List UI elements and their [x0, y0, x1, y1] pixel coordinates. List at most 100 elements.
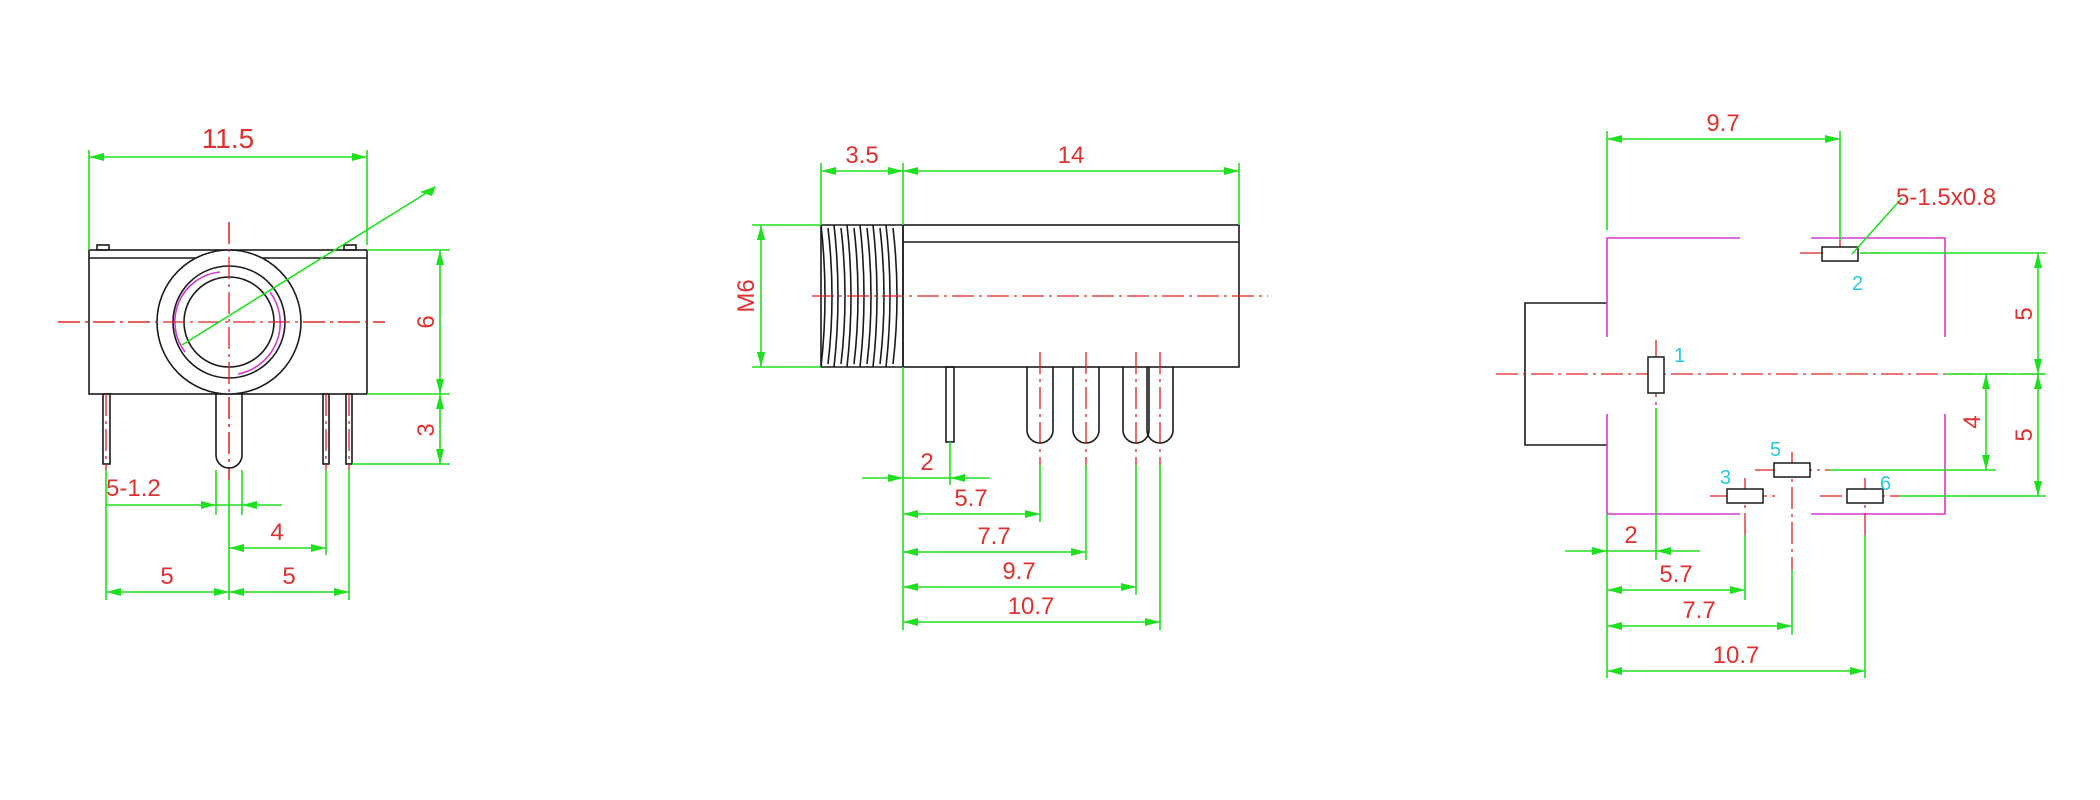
front-width-arrow-right: [352, 153, 367, 161]
fp-dim-57-label: 5.7: [1659, 561, 1692, 588]
front-pindia-arrow-right: [242, 501, 257, 509]
side-dim-2-arrow-r: [950, 474, 965, 482]
front-height-lower-label: 3: [413, 423, 440, 436]
jack-thread-arc: [237, 291, 281, 375]
pad-3: [1710, 478, 1780, 535]
pin-number-6: 6: [1880, 473, 1891, 495]
front-bottom-arrow-1: [106, 588, 121, 596]
front-width-label: 11.5: [202, 123, 254, 154]
side-top-arrow-3: [903, 167, 918, 175]
side-dim-107-arrow-r: [1145, 618, 1160, 626]
front-top-tab-right: [343, 244, 357, 251]
fp-dim-57-arrow-l: [1607, 586, 1622, 594]
front-pindia-label: 5-1.2: [106, 475, 161, 502]
fp-dim-57-arrow-r: [1730, 586, 1745, 594]
side-dim-57-arrow-l: [903, 510, 918, 518]
pad-3-rect: [1726, 488, 1764, 504]
pin-number-1: 1: [1674, 345, 1685, 367]
front-pin-center: [215, 394, 243, 469]
side-top-arrow-4: [1224, 167, 1239, 175]
fp-dim-2-label: 2: [1624, 522, 1637, 549]
fp-dim-107-arrow-l: [1607, 667, 1622, 675]
front-offset-arrow-left: [229, 544, 244, 552]
fp-dim-2-arrow-r: [1656, 547, 1671, 555]
side-top-arrow-2: [888, 167, 903, 175]
fp-offset-arrow-bottom: [1982, 455, 1990, 470]
side-thread-label: M6: [733, 279, 760, 312]
jack-thread-arc-2: [174, 271, 221, 353]
footprint-view: 1 2 3 5 6 9.7 5-1.5x0.8 5 5 4: [1496, 110, 2046, 678]
side-dim-107-label: 10.7: [1008, 593, 1055, 620]
side-top-arrow-1: [821, 167, 836, 175]
front-width-arrow-left: [89, 153, 104, 161]
pad-6-rect: [1846, 488, 1884, 504]
side-dim-57-arrow-r: [1025, 510, 1040, 518]
side-m6-arrow-top: [757, 225, 765, 240]
footprint-outline-top: [1606, 237, 1740, 337]
pad-1: [1647, 340, 1665, 408]
fp-dim-77-arrow-l: [1607, 622, 1622, 630]
front-top-tab-left: [96, 244, 110, 251]
front-height-upper-label: 6: [413, 315, 440, 328]
side-view: 3.5 14 M6 2 5.7 7.7 9.7 1: [733, 142, 1268, 630]
footprint-outline-bottom-right: [1811, 414, 1946, 515]
pin-number-2: 2: [1852, 273, 1863, 295]
fp-right-arrow-1: [2034, 253, 2042, 268]
fp-dim-2-arrow-l: [1592, 547, 1607, 555]
front-offset-label: 4: [270, 519, 283, 546]
fp-right-arrow-4: [2034, 481, 2042, 496]
side-thread-length-label: 3.5: [845, 142, 878, 169]
front-pin-right-label: 5: [282, 563, 295, 590]
side-body-length-label: 14: [1058, 142, 1085, 169]
side-dim-97-label: 9.7: [1002, 558, 1035, 585]
side-dim-57-label: 5.7: [954, 485, 987, 512]
side-dim-77-label: 7.7: [977, 523, 1010, 550]
fp-dim-107-arrow-r: [1850, 667, 1865, 675]
front-height-arrow-2: [436, 379, 444, 394]
front-bottom-arrow-3: [229, 588, 244, 596]
pad-6: [1820, 478, 1900, 535]
pad-1-rect: [1647, 356, 1665, 394]
pad-2: [1800, 240, 1880, 266]
fp-width-label: 9.7: [1706, 110, 1739, 137]
front-leader-line: [181, 191, 429, 346]
fp-dim-77-arrow-r: [1777, 622, 1792, 630]
footprint-outline-top-right: [1811, 237, 1946, 337]
fp-offset-arrow-top: [1982, 374, 1990, 389]
front-bottom-arrow-2: [214, 588, 229, 596]
front-offset-arrow-right: [311, 544, 326, 552]
side-dim-2-label: 2: [920, 449, 933, 476]
pin-number-5: 5: [1770, 439, 1781, 461]
front-bottom-arrow-4: [334, 588, 349, 596]
side-dim-107-arrow-l: [903, 618, 918, 626]
fp-top-arrow-right: [1825, 135, 1840, 143]
fp-right-arrow-3: [2034, 374, 2042, 389]
fp-top-arrow-left: [1607, 135, 1622, 143]
pin-number-3: 3: [1720, 467, 1731, 489]
fp-padsize-leader: [1851, 197, 1903, 255]
front-height-arrow-1: [436, 250, 444, 265]
front-pin-left-label: 5: [160, 563, 173, 590]
fp-offset-label: 4: [1959, 415, 1986, 428]
front-view: 11.5 6 3 5-1.2 4 5 5: [58, 123, 450, 600]
fp-right-arrow-2: [2034, 359, 2042, 374]
pad-2-rect: [1821, 246, 1859, 262]
fp-padsize-label: 5-1.5x0.8: [1896, 184, 1996, 211]
fp-upper-label: 5: [2011, 307, 2038, 320]
front-height-arrow-4: [436, 449, 444, 464]
footprint-outline-bottom-left: [1606, 414, 1740, 515]
side-dim-77-arrow-r: [1071, 548, 1086, 556]
fp-dim-107-label: 10.7: [1713, 642, 1760, 669]
pad-5-rect: [1773, 462, 1811, 478]
side-m6-arrow-bottom: [757, 352, 765, 367]
front-leader-tag: [420, 186, 436, 196]
fp-dim-77-label: 7.7: [1682, 597, 1715, 624]
pad-5: [1755, 452, 1830, 570]
fp-lower-label: 5: [2011, 428, 2038, 441]
front-height-arrow-3: [436, 394, 444, 409]
side-dim-97-arrow-r: [1121, 583, 1136, 591]
side-pin-1: [945, 366, 955, 443]
side-dim-2-arrow-l: [888, 474, 903, 482]
front-pindia-arrow-left: [201, 501, 216, 509]
